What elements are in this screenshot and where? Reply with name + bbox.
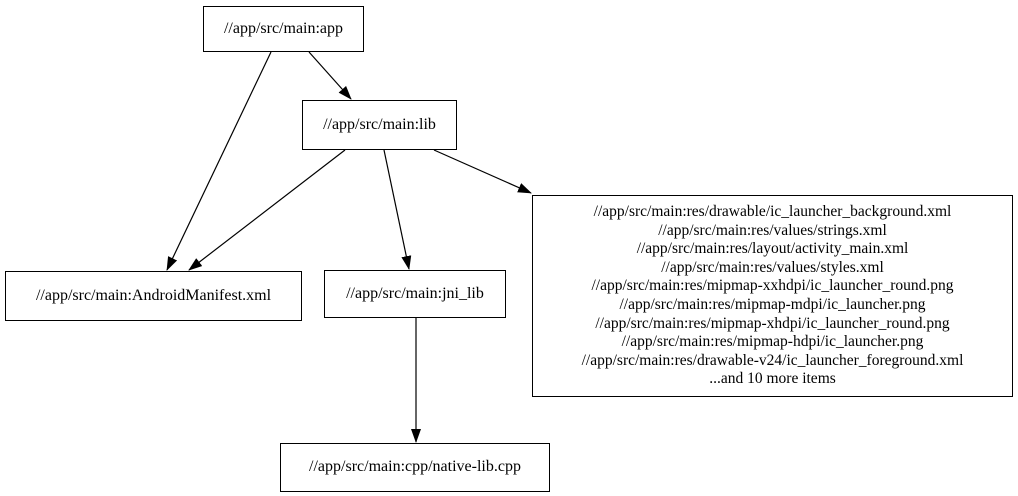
res-group-line: //app/src/main:res/values/strings.xml	[658, 221, 887, 239]
node-app: //app/src/main:app	[203, 6, 364, 52]
res-group-line: //app/src/main:res/mipmap-xxhdpi/ic_laun…	[591, 277, 954, 295]
node-lib-label: //app/src/main:lib	[323, 115, 436, 133]
node-jni-lib-label: //app/src/main:jni_lib	[346, 284, 484, 302]
res-group-line: //app/src/main:res/mipmap-hdpi/ic_launch…	[621, 333, 924, 351]
node-android-manifest: //app/src/main:AndroidManifest.xml	[5, 271, 302, 321]
node-native-lib-cpp: //app/src/main:cpp/native-lib.cpp	[280, 443, 550, 492]
node-res-group: //app/src/main:res/drawable/ic_launcher_…	[532, 195, 1013, 397]
node-lib: //app/src/main:lib	[302, 100, 457, 150]
edge-lib-to-android-manifest	[188, 149, 346, 271]
edge-lib-to-jni-lib	[383, 149, 412, 270]
edge-app-to-android-manifest	[166, 51, 272, 271]
res-group-line: //app/src/main:res/drawable-v24/ic_launc…	[581, 351, 964, 369]
node-jni-lib: //app/src/main:jni_lib	[324, 270, 506, 318]
edge-lib-to-res-group	[433, 149, 532, 194]
res-group-line: //app/src/main:res/mipmap-xhdpi/ic_launc…	[595, 314, 950, 332]
node-app-label: //app/src/main:app	[223, 19, 344, 37]
res-group-more-items: ...and 10 more items	[709, 370, 836, 388]
res-group-line: //app/src/main:res/layout/activity_main.…	[636, 240, 909, 258]
res-group-line: //app/src/main:res/drawable/ic_launcher_…	[593, 203, 952, 221]
res-group-line: //app/src/main:res/values/styles.xml	[661, 258, 884, 276]
node-android-manifest-label: //app/src/main:AndroidManifest.xml	[35, 286, 272, 304]
res-group-line: //app/src/main:res/mipmap-mdpi/ic_launch…	[619, 296, 926, 313]
node-native-lib-cpp-label: //app/src/main:cpp/native-lib.cpp	[309, 458, 521, 476]
edge-app-to-lib	[308, 51, 352, 100]
